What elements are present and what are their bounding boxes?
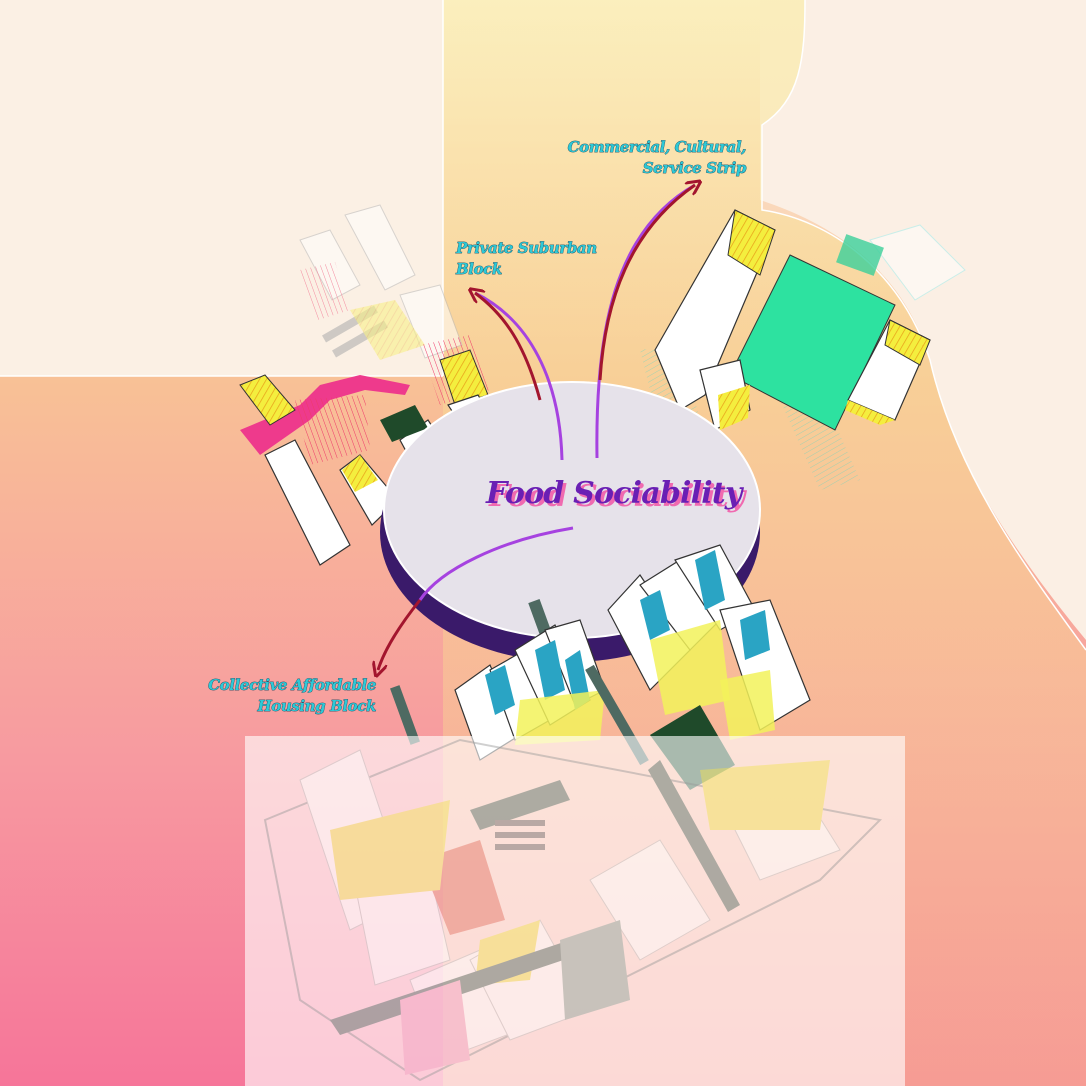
svg-text:Housing Block: Housing Block: [256, 697, 376, 715]
label-private-suburban: Private Suburban Block: [455, 239, 598, 279]
svg-text:Commercial, Cultural,: Commercial, Cultural,: [568, 138, 747, 156]
faded-lower-blocks: [263, 738, 883, 1082]
collective-housing-block: [390, 544, 811, 790]
svg-text:Collective Affordable: Collective Affordable: [208, 676, 376, 694]
svg-text:Service Strip: Service Strip: [643, 159, 747, 177]
svg-text:Block: Block: [455, 260, 502, 278]
svg-text:Private Suburban: Private Suburban: [455, 239, 597, 257]
label-collective-housing: Collective Affordable Housing Block: [208, 676, 377, 716]
faded-overlay-panel: [245, 736, 905, 1086]
connection-arrows: [378, 185, 695, 670]
label-commercial-strip: Commercial, Cultural, Service Strip: [567, 138, 747, 178]
diagram-title: Food Sociability: [485, 476, 745, 511]
title-shadow: Food Sociability: [488, 479, 748, 514]
right-pale-zone: [760, 0, 1086, 640]
